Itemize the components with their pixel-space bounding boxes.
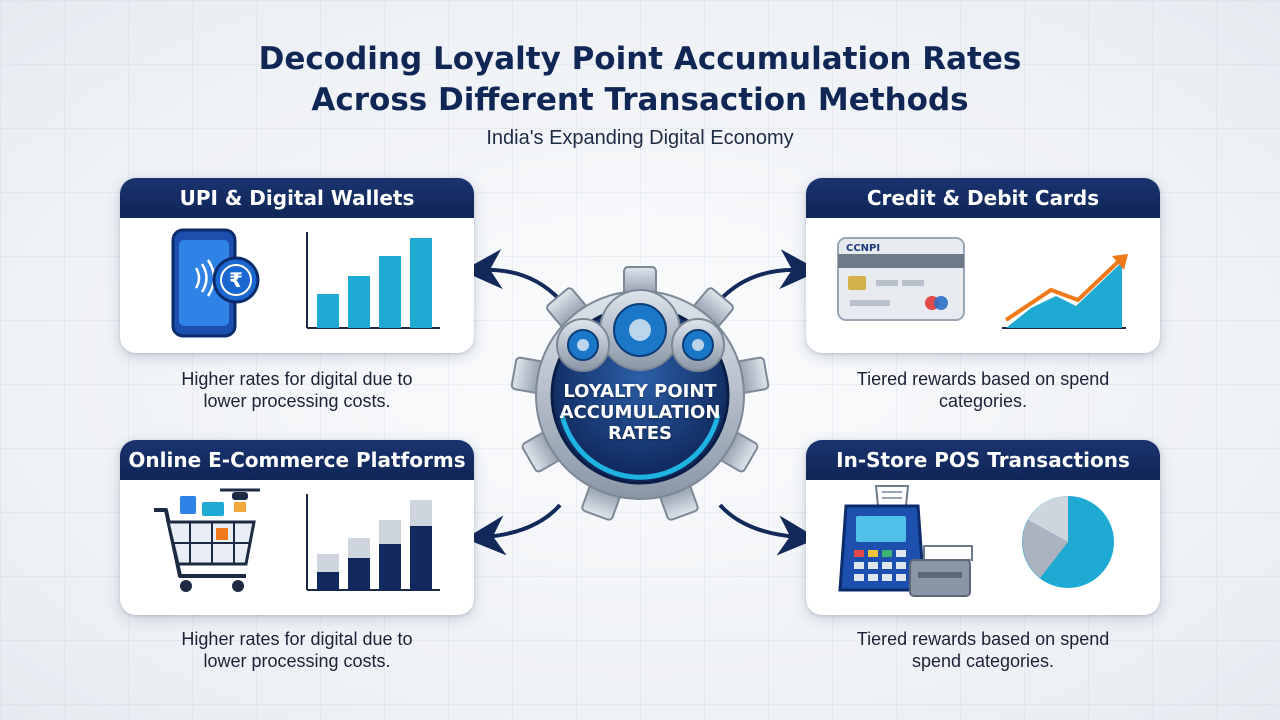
card-title-pos: In-Store POS Transactions: [806, 440, 1160, 480]
hub-label-line3: RATES: [608, 423, 672, 444]
card-pos: In-Store POS Transactions: [806, 440, 1160, 615]
rising-trend-chart-icon: [1002, 254, 1128, 329]
card-ecommerce: Online E-Commerce Platforms: [120, 440, 474, 615]
hub-label: LOYALTY POINT ACCUMULATION RATES: [540, 381, 740, 444]
receipt-printer-icon: [909, 545, 973, 597]
caption-ecommerce: Higher rates for digital due to lower pr…: [120, 628, 474, 672]
arrow-to-cards: [718, 249, 820, 302]
cards-illustration: CCNPI: [837, 237, 1128, 329]
upi-illustration: ₹: [171, 228, 440, 338]
page-title-line2: Across Different Transaction Methods: [311, 82, 969, 118]
drone-icon: [220, 488, 260, 512]
arrow-to-ecommerce: [465, 503, 562, 556]
caption-cards: Tiered rewards based on spend categories…: [806, 368, 1160, 412]
credit-card-icon: CCNPI: [837, 237, 965, 321]
caption-ecommerce-line2: lower processing costs.: [203, 651, 391, 671]
arrow-to-upi: [462, 249, 562, 302]
caption-upi-line2: lower processing costs.: [203, 391, 391, 411]
card-upi-wallets: UPI & Digital Wallets ₹: [120, 178, 474, 353]
pie-chart-icon: [1022, 496, 1114, 588]
page-title-line1: Decoding Loyalty Point Accumulation Rate…: [258, 41, 1022, 77]
caption-upi: Higher rates for digital due to lower pr…: [120, 368, 474, 412]
ecommerce-illustration: [154, 488, 440, 592]
caption-upi-line1: Higher rates for digital due to: [181, 369, 413, 389]
smartphone-icon: [171, 228, 237, 338]
pos-terminal-icon: [838, 485, 926, 592]
shopping-cart-icon: [154, 496, 256, 592]
pos-illustration: [838, 485, 1114, 597]
arrow-to-pos: [718, 503, 818, 556]
hub-label-line1: LOYALTY POINT: [563, 381, 717, 402]
bar-chart-icon: [306, 232, 440, 329]
hub-label-line2: ACCUMULATION: [559, 402, 721, 423]
card-title-ecommerce: Online E-Commerce Platforms: [120, 440, 474, 480]
caption-pos-line2: spend categories.: [911, 651, 1055, 671]
caption-cards-line1: Tiered rewards based on spend: [856, 369, 1110, 389]
stacked-bar-chart-icon: [306, 494, 440, 591]
rupee-symbol: ₹: [229, 268, 243, 292]
card-title-upi: UPI & Digital Wallets: [120, 178, 474, 218]
caption-pos-line1: Tiered rewards based on spend: [856, 629, 1110, 649]
page-subtitle: India's Expanding Digital Economy: [486, 127, 794, 149]
caption-cards-line2: categories.: [938, 391, 1028, 411]
card-credit-debit: Credit & Debit Cards CCNPI: [806, 178, 1160, 353]
caption-pos: Tiered rewards based on spend spend cate…: [806, 628, 1160, 672]
rupee-coin-icon: ₹: [212, 256, 260, 304]
caption-ecommerce-line1: Higher rates for digital due to: [181, 629, 413, 649]
card-brand-text: CCNPI: [846, 243, 880, 254]
card-title-cards: Credit & Debit Cards: [806, 178, 1160, 218]
